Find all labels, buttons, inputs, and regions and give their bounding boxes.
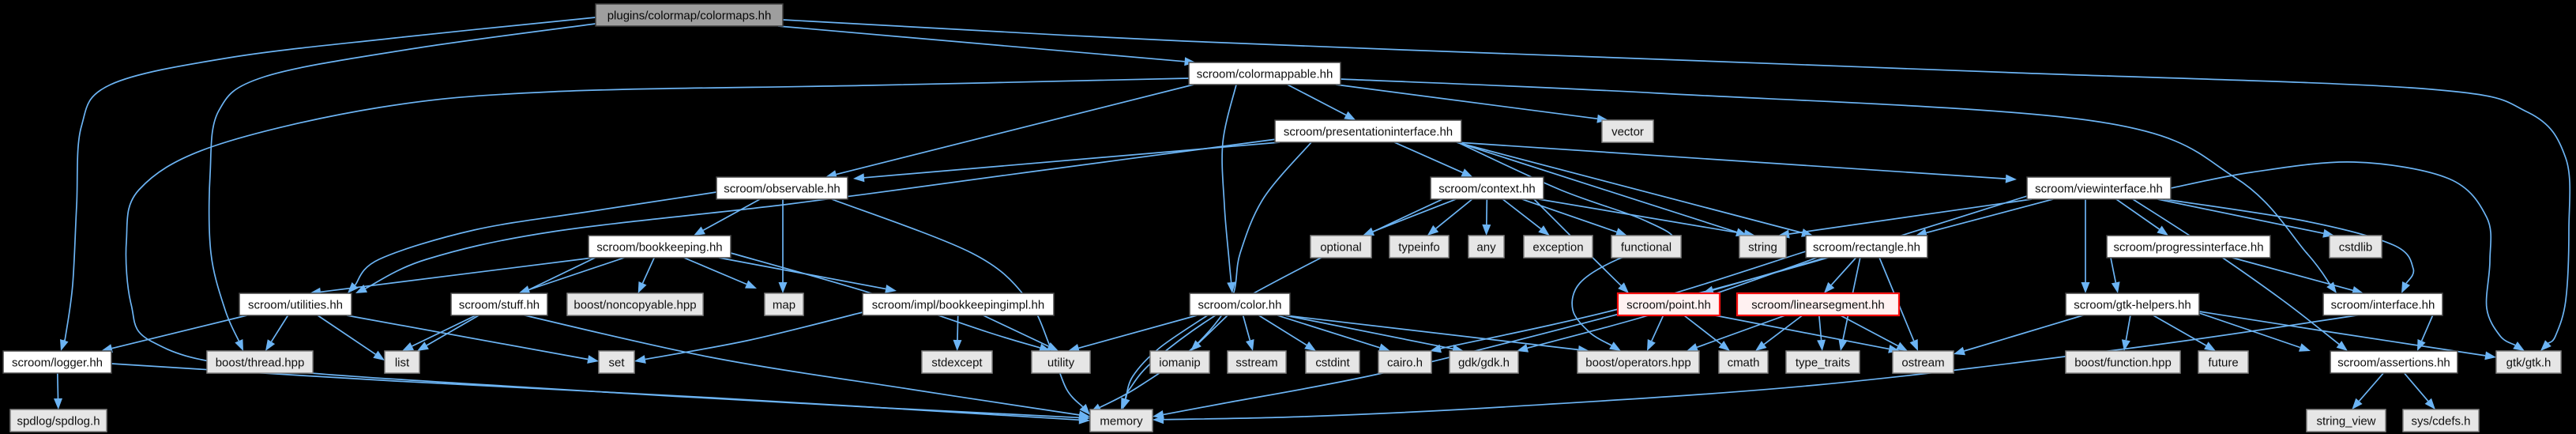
svg-text:boost/noncopyable.hpp: boost/noncopyable.hpp <box>573 298 696 311</box>
svg-text:scroom/presentationinterface.h: scroom/presentationinterface.hh <box>1284 125 1453 138</box>
svg-text:gtk/gtk.h: gtk/gtk.h <box>2506 356 2552 369</box>
svg-text:gdk/gdk.h: gdk/gdk.h <box>1458 356 1510 369</box>
svg-text:boost/thread.hpp: boost/thread.hpp <box>216 356 305 369</box>
svg-text:memory: memory <box>1100 414 1143 428</box>
svg-text:plugins/colormap/colormaps.hh: plugins/colormap/colormaps.hh <box>607 9 772 22</box>
svg-text:string: string <box>1748 240 1777 254</box>
svg-text:cstdlib: cstdlib <box>2339 240 2373 254</box>
svg-text:scroom/context.hh: scroom/context.hh <box>1438 182 1536 195</box>
svg-text:scroom/stuff.hh: scroom/stuff.hh <box>459 298 540 311</box>
svg-text:any: any <box>1476 240 1496 254</box>
svg-text:scroom/bookkeeping.hh: scroom/bookkeeping.hh <box>596 240 722 254</box>
svg-text:vector: vector <box>1611 125 1644 138</box>
svg-text:optional: optional <box>1320 240 1362 254</box>
svg-text:scroom/colormappable.hh: scroom/colormappable.hh <box>1197 67 1333 81</box>
svg-text:iomanip: iomanip <box>1159 356 1201 369</box>
svg-text:cstdint: cstdint <box>1315 356 1350 369</box>
svg-text:future: future <box>2208 356 2238 369</box>
svg-text:scroom/impl/bookkeepingimpl.hh: scroom/impl/bookkeepingimpl.hh <box>872 298 1044 311</box>
svg-text:set: set <box>608 356 625 369</box>
svg-text:scroom/linearsegment.hh: scroom/linearsegment.hh <box>1751 298 1884 311</box>
svg-text:scroom/rectangle.hh: scroom/rectangle.hh <box>1813 240 1920 254</box>
svg-text:scroom/observable.hh: scroom/observable.hh <box>724 182 840 195</box>
svg-text:cairo.h: cairo.h <box>1387 356 1423 369</box>
svg-text:ostream: ostream <box>1901 356 1944 369</box>
svg-text:scroom/viewinterface.hh: scroom/viewinterface.hh <box>2035 182 2163 195</box>
svg-text:map: map <box>773 298 795 311</box>
svg-text:stdexcept: stdexcept <box>931 356 983 369</box>
svg-text:typeinfo: typeinfo <box>1398 240 1440 254</box>
svg-text:sys/cdefs.h: sys/cdefs.h <box>2411 414 2470 428</box>
svg-text:functional: functional <box>1621 240 1672 254</box>
svg-text:type_traits: type_traits <box>1796 356 1850 369</box>
svg-text:scroom/utilities.hh: scroom/utilities.hh <box>248 298 343 311</box>
svg-text:scroom/gtk-helpers.hh: scroom/gtk-helpers.hh <box>2074 298 2191 311</box>
svg-text:scroom/point.hh: scroom/point.hh <box>1626 298 1711 311</box>
svg-text:spdlog/spdlog.h: spdlog/spdlog.h <box>17 414 100 428</box>
svg-text:utility: utility <box>1047 356 1075 369</box>
svg-text:cmath: cmath <box>1728 356 1760 369</box>
svg-text:scroom/interface.hh: scroom/interface.hh <box>2331 298 2435 311</box>
svg-text:scroom/color.hh: scroom/color.hh <box>1198 298 1282 311</box>
svg-text:sstream: sstream <box>1235 356 1277 369</box>
svg-text:scroom/progressinterface.hh: scroom/progressinterface.hh <box>2113 240 2263 254</box>
svg-text:list: list <box>395 356 410 369</box>
svg-text:scroom/assertions.hh: scroom/assertions.hh <box>2337 356 2450 369</box>
svg-text:boost/function.hpp: boost/function.hpp <box>2074 356 2172 369</box>
svg-text:boost/operators.hpp: boost/operators.hpp <box>1585 356 1690 369</box>
svg-text:string_view: string_view <box>2316 414 2375 428</box>
svg-text:scroom/logger.hh: scroom/logger.hh <box>12 356 103 369</box>
svg-text:exception: exception <box>1532 240 1583 254</box>
